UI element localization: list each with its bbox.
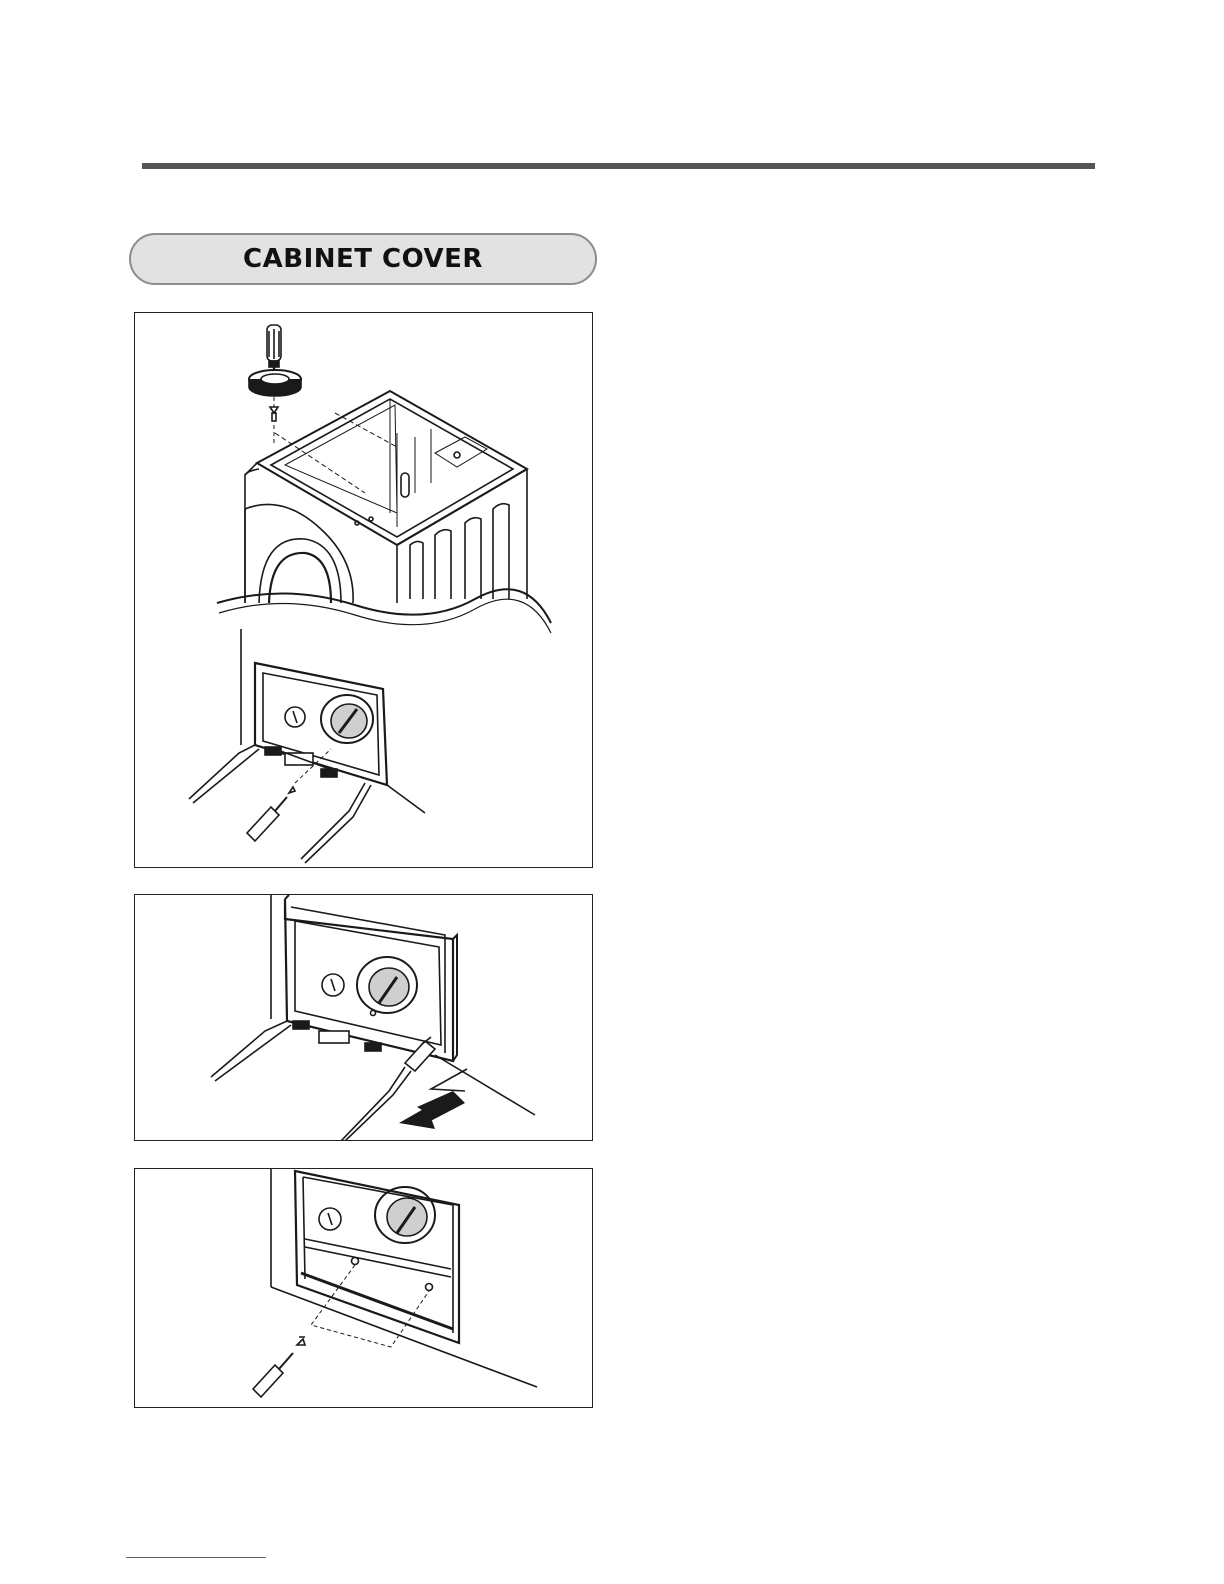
filter-cover-icon: [189, 629, 425, 863]
figure-2-frame: [134, 894, 593, 1141]
arrow-down-left-icon: [399, 1091, 465, 1129]
service-panel-removal-arrow-illustration: [135, 895, 593, 1141]
figure-3-frame: [134, 1168, 593, 1408]
washer-top-view-screwdriver-illustration: [135, 313, 593, 868]
lower-panel-screw-removal-illustration: [135, 1169, 593, 1408]
section-title-badge: CABINET COVER: [129, 233, 597, 285]
counterweight-cap-icon: [249, 370, 301, 396]
screwdriver-icon: [253, 1337, 305, 1397]
section-title: CABINET COVER: [243, 244, 483, 274]
header-divider: [142, 163, 1095, 169]
footer-link-underline[interactable]: [126, 1557, 266, 1558]
washer-cabinet-icon: [245, 391, 527, 603]
figure-1-frame: [134, 312, 593, 868]
